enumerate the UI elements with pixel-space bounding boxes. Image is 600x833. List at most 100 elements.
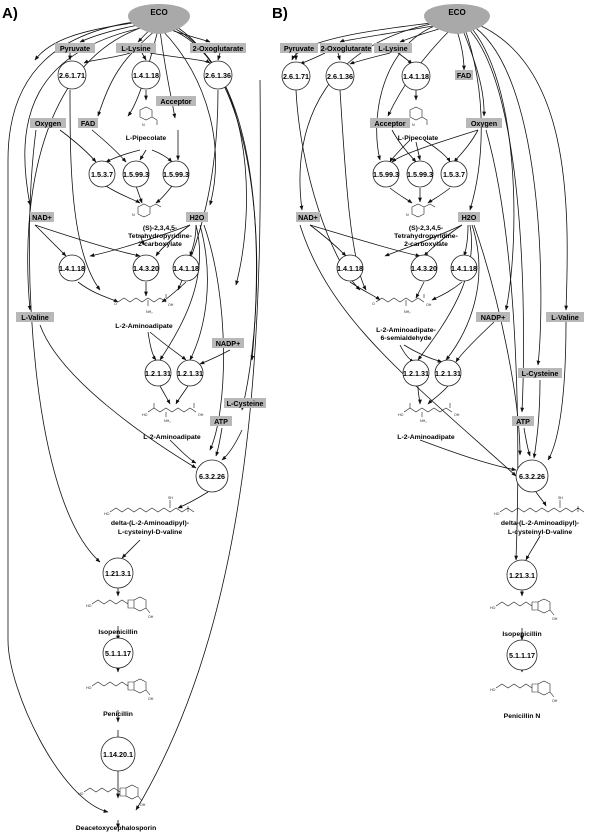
enzyme-a-e2-label: 1.4.1.18 [133,71,159,80]
enzyme-b-e2-label: 2.6.1.36 [327,72,353,81]
enzyme-node-b[interactable] [406,160,434,188]
metabolite-aminoadipate-b: L-2-Aminoadipate [397,434,455,441]
enzyme-node-b[interactable] [372,160,400,188]
enzyme-node-b[interactable] [336,254,364,282]
enzyme-node-b[interactable] [440,160,468,188]
svg-text:HO: HO [398,413,404,417]
cofactor-nadp-b[interactable] [476,312,510,322]
enzyme-node-b[interactable] [450,254,478,282]
metabolite-isopenicillin-a: Isopenicillin [98,629,137,636]
enzyme-node-a[interactable] [132,254,160,282]
cofactor-nad-a[interactable] [30,212,54,222]
enzyme-node-a[interactable] [203,60,233,90]
enzyme-node-b[interactable] [402,359,430,387]
panel-b-label: B) [272,5,288,22]
cofactor-lysine-a-label: L-Lysine [121,44,150,53]
cofactor-atp-a-label: ATP [214,417,228,426]
metabolite-isopenicillin-b: Isopenicillin [502,631,541,638]
cofactor-cysteine-a[interactable] [224,398,266,408]
cofactor-acceptor-a[interactable] [156,96,196,106]
enzyme-node-a[interactable] [162,160,190,188]
cofactor-cysteine-b[interactable] [518,368,562,378]
cofactor-oxoglutarate-b[interactable] [320,43,372,53]
cofactor-fad-a-label: FAD [81,119,95,128]
cofactor-fad-a[interactable] [78,118,98,128]
cofactor-atp-b[interactable] [512,416,534,426]
cofactor-atp-a[interactable] [210,416,232,426]
enzyme-node-a[interactable] [131,60,161,90]
svg-text:OH: OH [148,697,154,701]
cofactor-nadp-b-label: NADP+ [481,313,506,322]
eco-node-b[interactable] [424,4,490,34]
enzyme-node-a[interactable] [102,637,134,669]
svg-text:OH: OH [168,303,174,307]
enzyme-node-a[interactable] [195,459,229,493]
aminoadipate-structure-b: HO OH NH₂ [398,403,460,423]
svg-text:OH: OH [454,413,460,417]
cofactor-pyruvate-a[interactable] [55,43,95,53]
cofactor-oxygen-a-label: Oxygen [35,119,61,128]
cofactor-oxygen-b[interactable] [466,118,502,128]
enzyme-b-e13-label: 1.21.3.1 [509,571,535,580]
cofactor-oxoglutarate-a-label: 2-Oxoglutarate [193,44,244,53]
cofactor-oxoglutarate-a[interactable] [190,43,246,53]
enzyme-node-a[interactable] [144,359,172,387]
enzyme-node-a[interactable] [88,160,116,188]
metabolite-deacetoxy-a: Deacetoxycephalosporin [76,825,156,832]
svg-text:NH₂: NH₂ [164,419,171,423]
svg-text:HO: HO [86,604,92,608]
enzyme-node-a[interactable] [58,254,86,282]
enzyme-node-b[interactable] [401,61,431,91]
panel-b-cofactors: Pyruvate 2-Oxoglutarate L-Lysine FAD Acc… [280,43,584,426]
cofactor-oxygen-a[interactable] [30,118,66,128]
enzyme-node-b[interactable] [325,61,355,91]
metabolite-semialdehyde-b-line1: L-2-Aminoadipate- [376,327,436,334]
svg-text:NH₂: NH₂ [146,310,153,314]
enzyme-node-b[interactable] [410,254,438,282]
enzyme-node-a[interactable] [176,359,204,387]
cofactor-acceptor-b-label: Acceptor [374,119,405,128]
cofactor-nad-b[interactable] [296,212,320,222]
thp-structure: N [132,203,162,218]
enzyme-node-a[interactable] [100,736,136,772]
cofactor-valine-b[interactable] [546,312,584,322]
enzyme-node-b[interactable] [506,559,538,591]
enzyme-node-b[interactable] [281,61,311,91]
enzyme-node-a[interactable] [122,160,150,188]
cofactor-lysine-a[interactable] [116,43,156,53]
svg-text:HO: HO [490,688,496,692]
svg-text:OH: OH [552,699,558,703]
cofactor-h2o-a[interactable] [186,212,208,222]
enzyme-a-e1-label: 2.6.1.71 [59,71,85,80]
enzyme-node-a[interactable] [57,60,87,90]
metabolite-aminoadipate-a: L-2-Aminoadipate [143,434,201,441]
enzyme-a-e9-label: 1.4.1.18 [173,264,199,273]
cofactor-valine-a[interactable] [16,312,54,322]
svg-text:HO: HO [490,606,496,610]
cofactor-lysine-b[interactable] [374,43,412,53]
cofactor-nadp-a[interactable] [212,338,244,348]
cofactor-fad-b[interactable] [455,70,473,80]
eco-label-a: ECO [150,8,167,17]
svg-text:N: N [142,123,145,127]
enzyme-node-b[interactable] [506,639,538,671]
cofactor-atp-b-label: ATP [516,417,530,426]
eco-node-a[interactable] [128,4,190,34]
enzyme-b-e4-label: 1.5.99.3 [373,170,399,179]
enzyme-node-a[interactable] [172,254,200,282]
cofactor-acceptor-b[interactable] [370,118,410,128]
metabolite-aminoadipate-top-a: L-2-Aminoadipate [115,323,173,330]
cofactor-h2o-b[interactable] [458,212,480,222]
enzyme-a-e4-label: 1.5.3.7 [91,170,113,179]
cofactor-cysteine-b-label: L-Cysteine [522,369,559,378]
enzyme-b-e3-label: 1.4.1.18 [403,72,429,81]
cofactor-pyruvate-b[interactable] [280,43,318,53]
enzyme-node-b[interactable] [434,359,462,387]
enzyme-node-a[interactable] [102,557,134,589]
metabolite-acv-a-line2: L-cysteinyl-D-valine [118,529,182,536]
enzyme-node-b[interactable] [515,459,549,493]
pipecolate-structure: N [139,106,158,127]
cofactor-valine-a-label: L-Valine [21,313,49,322]
cofactor-oxygen-b-label: Oxygen [471,119,497,128]
enzyme-a-e15-label: 1.14.20.1 [103,750,133,759]
